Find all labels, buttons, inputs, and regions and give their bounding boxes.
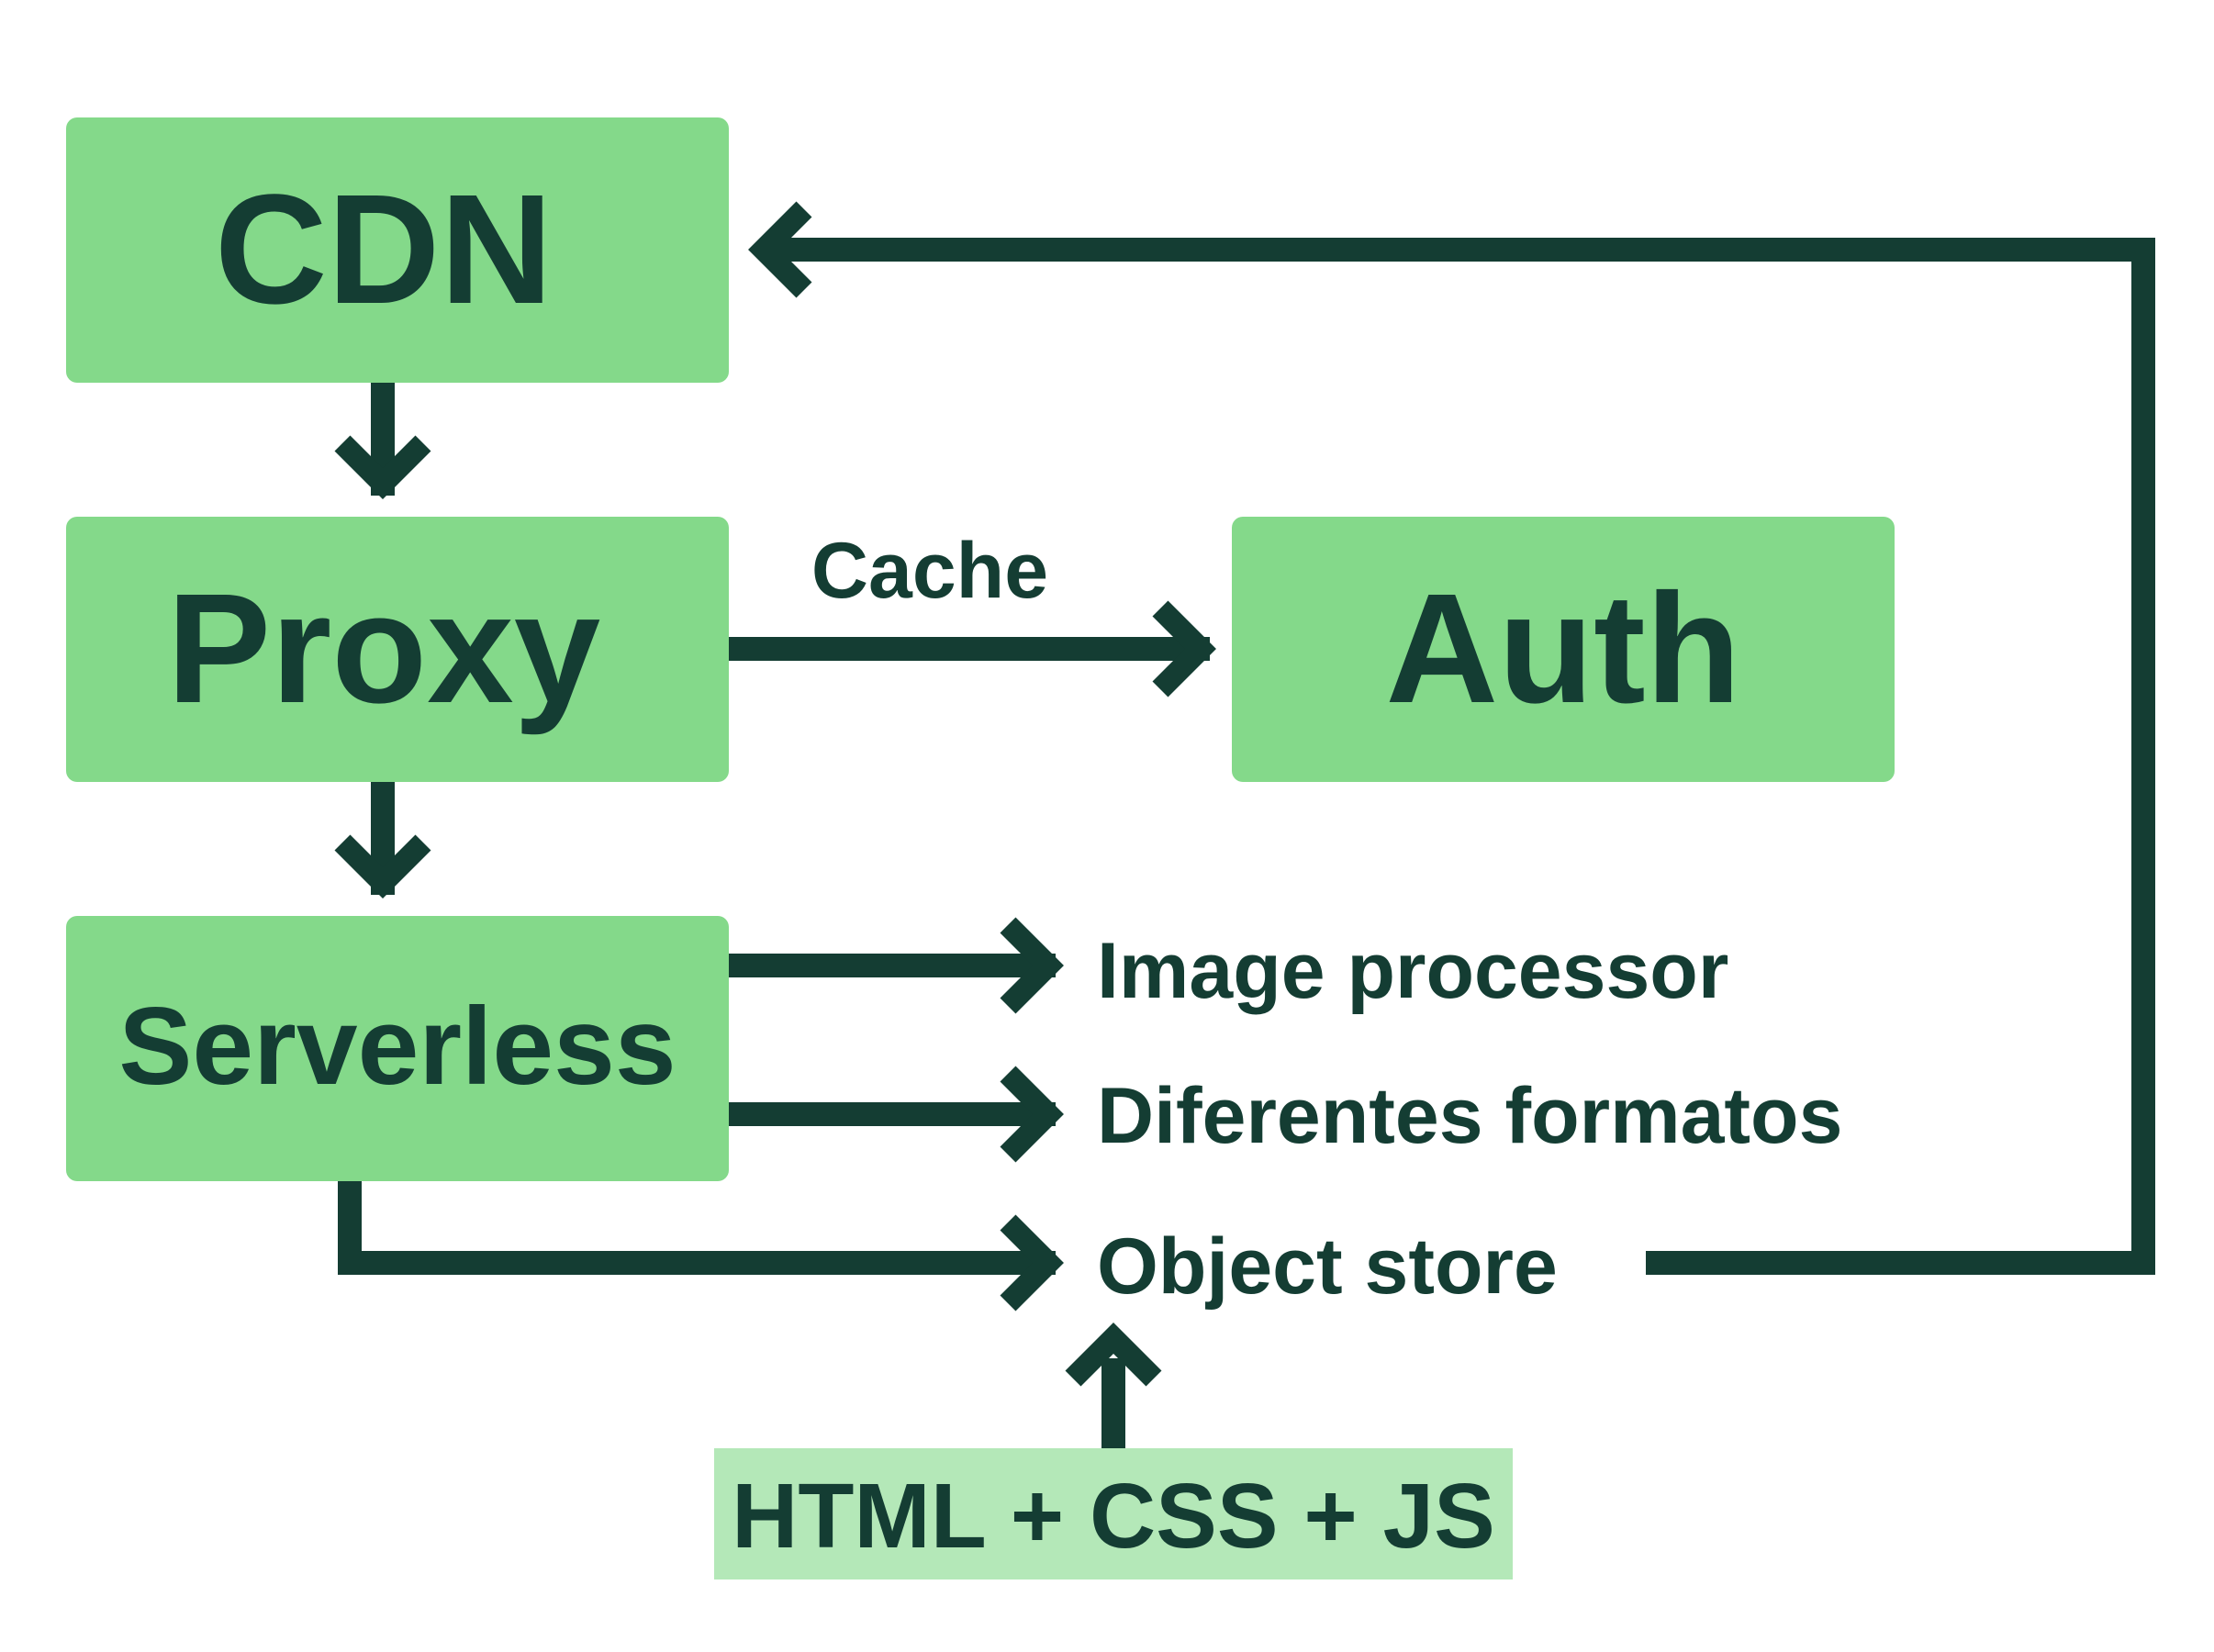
chevron-arrowhead-icon [1065, 1323, 1162, 1387]
chevron-arrowhead-icon [1000, 1214, 1064, 1312]
chevron-arrowhead-icon [334, 834, 431, 899]
serverless-label: Serverless [118, 985, 676, 1108]
serverless-to-object-store-line [338, 1181, 1056, 1275]
diferentes-formatos-label: Diferentes formatos [1097, 1072, 1842, 1160]
chevron-arrowhead-icon [1000, 917, 1064, 1014]
static-assets-label: HTML + CSS + JS [732, 1465, 1495, 1568]
chevron-arrowhead-icon [334, 435, 431, 499]
object-store-to-cdn-line [762, 238, 2155, 1275]
chevron-arrowhead-icon [1000, 1066, 1064, 1163]
serverless-box [66, 916, 729, 1181]
proxy-label: Proxy [167, 562, 600, 736]
cdn-label: CDN [215, 162, 553, 337]
cache-label: Cache [811, 527, 1048, 615]
auth-box [1232, 517, 1895, 782]
chevron-arrowhead-icon [748, 201, 812, 298]
auth-label: Auth [1385, 562, 1740, 736]
static-assets-box [714, 1448, 1513, 1579]
chevron-arrowhead-icon [1152, 600, 1216, 698]
object-store-label: Object store [1097, 1222, 1558, 1311]
cdn-box [66, 117, 729, 383]
proxy-box [66, 517, 729, 782]
image-processor-label: Image processor [1097, 927, 1728, 1015]
